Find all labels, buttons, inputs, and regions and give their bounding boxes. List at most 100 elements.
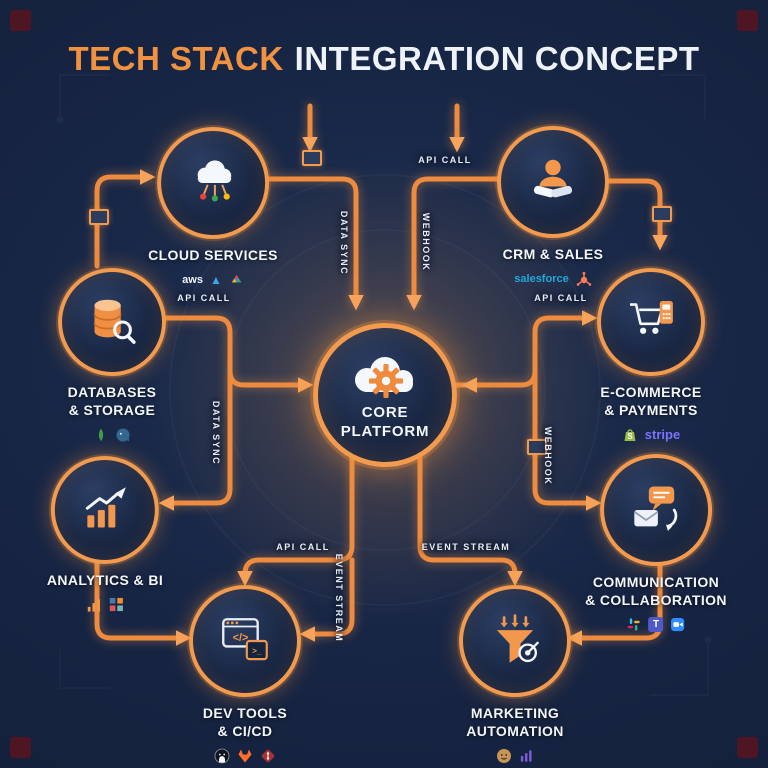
circuit-decor: [56, 74, 712, 696]
aws-logo: aws: [182, 273, 203, 286]
svg-text:S: S: [627, 432, 633, 441]
person-handshake-icon: [533, 159, 573, 198]
shopify-logo: S: [624, 429, 636, 441]
teams-logo: T: [648, 617, 664, 633]
analytics-circle: [50, 456, 159, 564]
github-logo: [214, 748, 230, 764]
zoom-logo: [671, 618, 685, 632]
svg-text:>_: >_: [252, 647, 262, 656]
bar-chart-arrow-icon: [86, 487, 126, 528]
devtools-logos: [214, 747, 276, 764]
analytics-logos: [86, 596, 123, 613]
azure-logo: ▲: [209, 272, 222, 287]
wire-cloud-to-core: [264, 176, 364, 311]
node-core-platform: CORE PLATFORM: [313, 323, 457, 467]
gitlab-logo: [238, 749, 252, 763]
page-title: TECH STACK INTEGRATION CONCEPT: [0, 40, 768, 78]
google-cloud-logo: [231, 275, 242, 283]
cloud-network-icon: [197, 160, 232, 202]
cloud-services-circle: [157, 127, 269, 239]
svg-text:</>: </>: [233, 632, 249, 644]
marketing-circle: [459, 585, 571, 697]
wire-branch-to-devtools: [299, 557, 355, 642]
connection-label-webhook-top: WEBHOOK: [421, 212, 431, 272]
title-accent: TECH STACK: [68, 40, 284, 77]
corner-mark: [737, 737, 758, 758]
corner-mark: [10, 737, 31, 758]
databases-circle: [58, 268, 166, 376]
ecommerce-label: E-COMMERCE& PAYMENTS: [600, 384, 702, 419]
ecommerce-logos: S stripe: [622, 426, 680, 443]
mini-bars-logo: [87, 599, 100, 612]
devtools-label: DEV TOOLS& CI/CD: [202, 705, 288, 740]
code-terminal-icon: </> >_: [222, 618, 268, 661]
mailchimp-logo: [497, 748, 511, 763]
node-devtools-cicd: </> >_ DEV TOOLS& CI/CD: [189, 585, 301, 764]
chat-envelope-sync-icon: [633, 486, 678, 531]
crm-sales-circle: [497, 126, 609, 238]
cart-terminal-icon: [630, 301, 673, 334]
ecommerce-circle: [597, 268, 705, 376]
wire-crm-to-ecommerce: [604, 178, 668, 251]
cloud-services-logos: aws ▲: [182, 271, 244, 288]
cloud-services-label: CLOUD SERVICES: [148, 247, 278, 263]
wire-core-to-marketing: [417, 449, 523, 587]
core-platform-circle: CORE PLATFORM: [313, 323, 457, 467]
node-analytics-bi: ANALYTICS & BI: [47, 456, 163, 613]
connection-label-event-stream-vert: EVENT STREAM: [334, 553, 344, 643]
tableau-logo: [109, 598, 123, 612]
mongodb-logo: [98, 428, 103, 441]
node-cloud-services: CLOUD SERVICES aws ▲: [148, 127, 278, 288]
connection-label-event-stream-bottom: EVENT STREAM: [421, 542, 511, 552]
connection-label-api-call-bottom: API CALL: [276, 542, 330, 552]
connection-label-webhook-right: WEBHOOK: [543, 426, 553, 486]
core-platform-label: CORE PLATFORM: [340, 404, 430, 440]
wire-core-to-analytics: [158, 342, 233, 511]
salesforce-logo: salesforce: [514, 272, 569, 285]
node-databases-storage: DATABASES& STORAGE: [58, 268, 166, 443]
core-cloud-gear-icon: [354, 357, 413, 399]
chip-icon: [527, 439, 547, 455]
wire-core-to-communication: [532, 342, 602, 511]
wire-crm-to-core: [406, 176, 504, 311]
databases-logos: [94, 426, 131, 443]
node-crm-sales: CRM & SALES salesforce: [497, 126, 609, 287]
crm-sales-logos: salesforce: [514, 270, 592, 287]
connection-label-api-call-left: API CALL: [177, 293, 231, 303]
analytics-label: ANALYTICS & BI: [46, 572, 164, 588]
crm-sales-label: CRM & SALES: [502, 246, 604, 262]
databases-label: DATABASES& STORAGE: [67, 384, 157, 419]
title-rest: INTEGRATION CONCEPT: [294, 40, 700, 77]
marketo-logo: [520, 750, 532, 762]
postgresql-logo: [116, 428, 129, 442]
funnel-target-icon: [496, 614, 539, 663]
slack-logo: [627, 618, 641, 631]
communication-logos: T: [627, 616, 686, 633]
node-communication-collaboration: COMMUNICATION& COLLABORATION T: [585, 454, 727, 633]
node-ecommerce-payments: E-COMMERCE& PAYMENTS S stripe: [597, 268, 705, 443]
connection-label-api-call-top: API CALL: [418, 155, 472, 165]
communication-label: COMMUNICATION& COLLABORATION: [585, 574, 727, 609]
connector-paths: [94, 103, 668, 646]
marketing-logos: [496, 747, 534, 764]
connection-label-data-sync-top: DATA SYNC: [339, 210, 349, 276]
corner-mark: [10, 10, 31, 31]
chip-icon: [302, 150, 322, 166]
corner-mark: [737, 10, 758, 31]
communication-circle: [600, 454, 712, 566]
wire-core-to-ecommerce: [449, 310, 598, 388]
wire-analytics-to-devtools: [94, 557, 192, 646]
wire-databases-to-cloud: [94, 169, 156, 269]
connection-label-data-sync-left: DATA SYNC: [211, 400, 221, 466]
chip-icon: [89, 209, 109, 225]
devtools-circle: </> >_: [189, 585, 301, 697]
stripe-logo: stripe: [644, 427, 681, 443]
chip-icon: [652, 206, 672, 222]
git-logo: [261, 749, 275, 763]
wire-core-to-devtools: [237, 449, 355, 587]
database-magnifier-icon: [93, 299, 136, 344]
